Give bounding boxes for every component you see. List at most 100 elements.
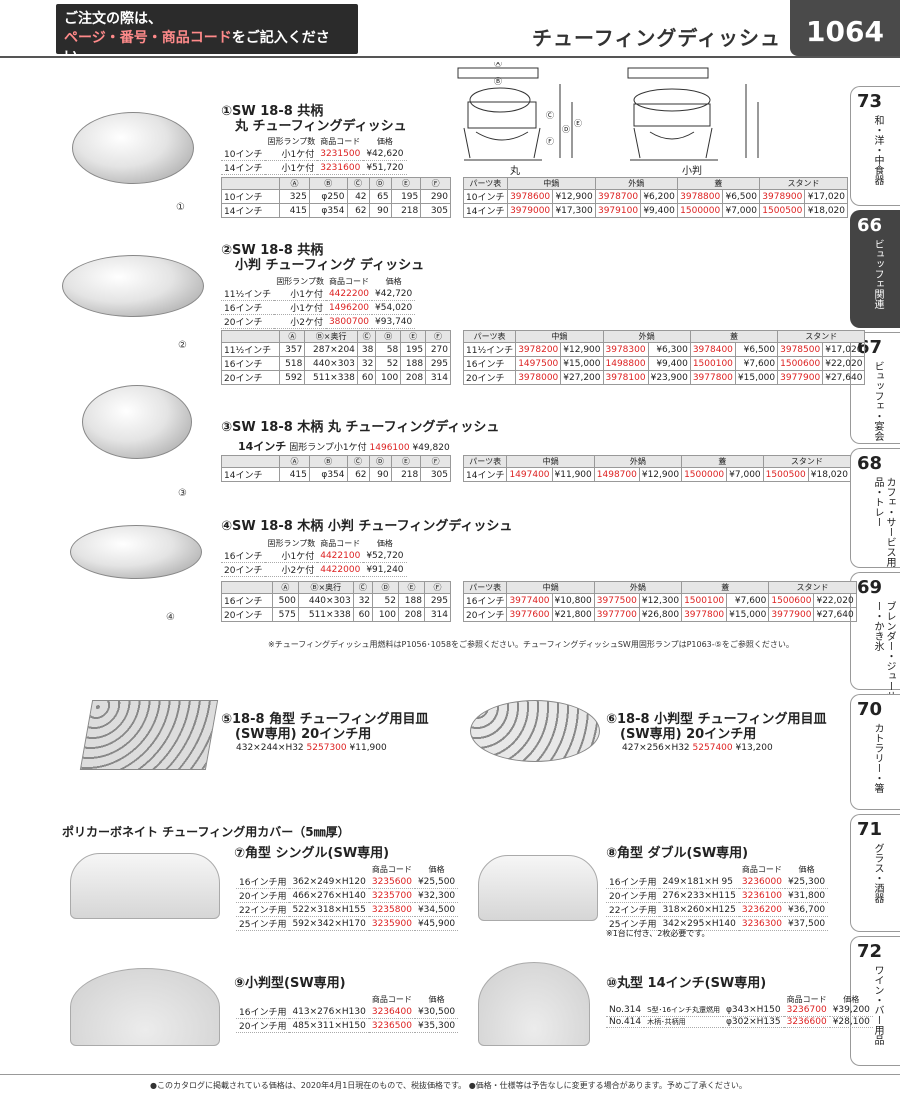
dim-label-d: Ⓓ bbox=[562, 125, 570, 134]
product-6-price-line: 427×256×H32 5257400 ¥13,200 bbox=[622, 743, 773, 753]
page-title: チューフィングディッシュ bbox=[532, 26, 781, 50]
image-number-4: ④ bbox=[166, 612, 175, 623]
product-1-title: ①SW 18-8 共柄丸 チューフィングディッシュ bbox=[221, 104, 407, 134]
product-image-7 bbox=[70, 853, 220, 919]
diagram-round-label: 丸 bbox=[510, 164, 520, 177]
product-10-title: ⑩丸型 14インチ(SW専用) bbox=[606, 976, 767, 991]
order-note-highlight: ページ・番号・商品コード bbox=[64, 30, 232, 46]
cover-section-title: ポリカーボネイト チューフィング用カバー（5㎜厚） bbox=[62, 825, 350, 839]
order-note-line1: ご注文の際は、 bbox=[64, 11, 162, 27]
footer-divider bbox=[0, 1074, 900, 1075]
product-image-5 bbox=[79, 700, 219, 770]
product-9-title: ⑨小判型(SW専用) bbox=[234, 976, 346, 991]
product-image-4 bbox=[70, 525, 202, 579]
product-image-1 bbox=[72, 112, 194, 184]
product-4-title: ④SW 18-8 木柄 小判 チューフィングディッシュ bbox=[221, 519, 513, 534]
image-number-2: ② bbox=[178, 340, 187, 351]
product-5-price-line: 432×244×H32 5257300 ¥11,900 bbox=[236, 743, 387, 753]
dim-label-f: Ⓕ bbox=[546, 137, 554, 146]
image-number-1: ① bbox=[176, 202, 185, 213]
product-6-title: ⑥18-8 小判型 チューフィング用目皿(SW専用) 20インチ用 bbox=[606, 712, 827, 742]
product-image-10 bbox=[478, 962, 590, 1046]
product-5-title: ⑤18-8 角型 チューフィング用目皿(SW専用) 20インチ用 bbox=[221, 712, 429, 742]
product-3-title: ③SW 18-8 木柄 丸 チューフィングディッシュ bbox=[221, 420, 500, 435]
dim-label-b: Ⓑ bbox=[494, 77, 502, 86]
dim-label-e: Ⓔ bbox=[574, 119, 582, 128]
product-3-price-line: 14インチ 固形ランプ小1ケ付 1496100 ¥49,820 bbox=[238, 440, 450, 453]
footer-note: ●このカタログに掲載されている価格は、2020年4月1日現在のもので、税抜価格で… bbox=[150, 1081, 747, 1090]
product-image-3 bbox=[82, 385, 192, 459]
dim-label-c: Ⓒ bbox=[546, 111, 554, 120]
product-image-6 bbox=[470, 700, 600, 762]
product-2-title: ②SW 18-8 共柄小判 チューフィング ディッシュ bbox=[221, 243, 425, 273]
product-7-title: ⑦角型 シングル(SW専用) bbox=[234, 846, 390, 861]
product-image-2 bbox=[62, 255, 204, 317]
product-8-title: ⑧角型 ダブル(SW専用) bbox=[606, 846, 749, 861]
product-image-8 bbox=[478, 855, 598, 921]
dim-label-a: Ⓐ bbox=[494, 62, 502, 68]
order-note-box: ご注文の際は、 ページ・番号・商品コードをご記入ください。 bbox=[56, 4, 358, 65]
image-number-3: ③ bbox=[178, 488, 187, 499]
product-8-note: ※1台に付き、2枚必要です。 bbox=[606, 929, 710, 938]
fuel-note: ※チューフィングディッシュ用燃料はP1056･1058をご参照ください。チューフ… bbox=[268, 640, 794, 649]
diagram-oval-label: 小判 bbox=[682, 165, 702, 177]
page-number: 1064 bbox=[790, 0, 900, 56]
dimension-diagram: Ⓐ Ⓑ Ⓒ Ⓓ Ⓔ Ⓕ 丸 小判 bbox=[457, 62, 759, 177]
product-image-9 bbox=[70, 968, 220, 1046]
